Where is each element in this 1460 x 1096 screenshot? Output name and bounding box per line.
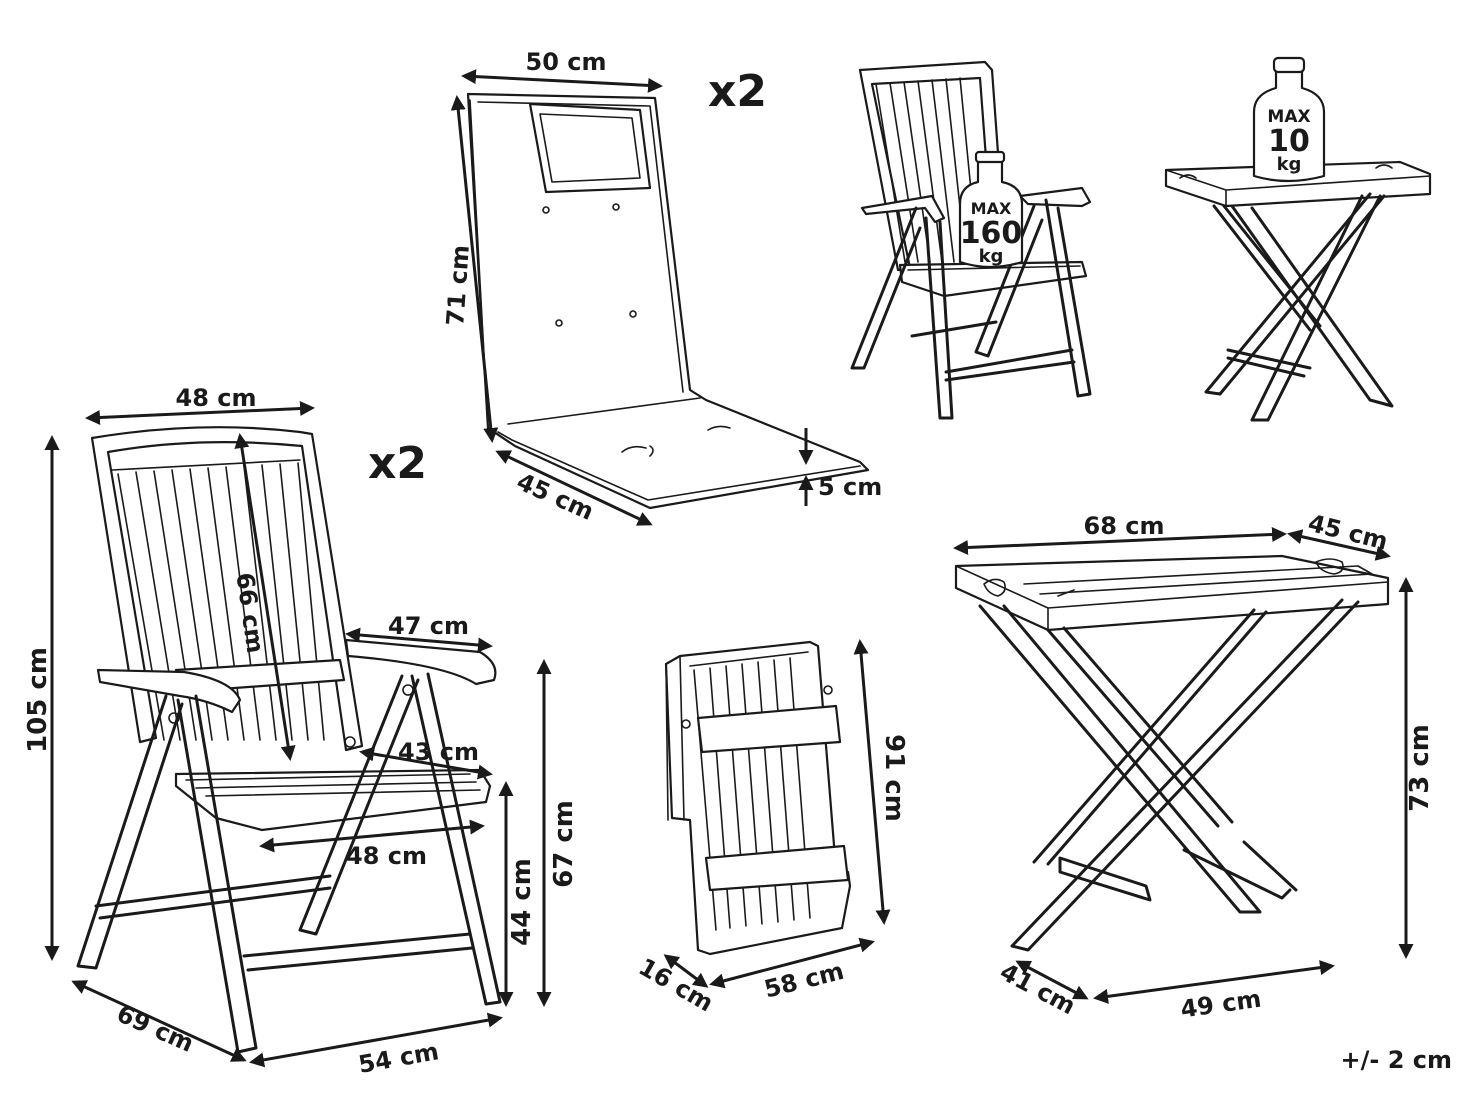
- chair-height-label: 105 cm: [23, 647, 53, 753]
- folded-height-dimension: [853, 639, 891, 925]
- table-main-drawing: [954, 554, 1390, 952]
- cushion-thickness-label: 5 cm: [818, 473, 882, 501]
- table-load-unit-label: kg: [1277, 154, 1302, 175]
- cushion-width-label: 50 cm: [526, 48, 607, 76]
- cushion-width-dimension: [461, 69, 663, 93]
- table-load-drawing: [1164, 56, 1432, 422]
- cushion-quantity-label: x2: [708, 66, 767, 117]
- folded-chair-drawing: [664, 640, 852, 956]
- chair-back-height-dimension: [234, 433, 296, 761]
- chair-load-max-label: MAX: [971, 199, 1012, 218]
- chair-back-width-label: 48 cm: [176, 384, 257, 412]
- folded-height-label: 91 cm: [879, 734, 909, 822]
- chair-load-value-label: 160: [960, 216, 1023, 251]
- chair-depth-dimension: [71, 980, 247, 1062]
- table-length-label: 68 cm: [1084, 512, 1165, 540]
- folded-width-dimension: [709, 937, 875, 989]
- cushion-height-dimension: [450, 95, 499, 443]
- chair-arm-width-label: 47 cm: [388, 612, 469, 640]
- chair-width-label: 54 cm: [356, 1037, 441, 1079]
- table-height-label: 73 cm: [1405, 724, 1435, 812]
- chair-seat-height-label: 44 cm: [507, 858, 537, 946]
- tolerance-note: +/- 2 cm: [1341, 1046, 1452, 1074]
- chair-weight-icon: [958, 158, 1024, 269]
- chair-arm-width-dimension: [345, 627, 493, 653]
- folded-width-label: 58 cm: [761, 957, 846, 1004]
- cushion-pillow: [528, 102, 652, 194]
- table-load-value-label: 10: [1268, 124, 1310, 159]
- table-base-width-label: 49 cm: [1179, 985, 1263, 1024]
- chair-seat-depth-dimension: [359, 746, 493, 780]
- chair-load-drawing: [850, 60, 1092, 420]
- table-load-max-label: MAX: [1267, 107, 1310, 127]
- cushion-drawing: [466, 92, 870, 510]
- chair-load-unit-label: kg: [979, 246, 1004, 267]
- chair-seat-width-label: 48 cm: [346, 842, 427, 870]
- cushion-depth-dimension: [495, 450, 653, 526]
- chair-seat-depth-label: 43 cm: [398, 738, 479, 766]
- table-weight-icon: [1252, 68, 1326, 183]
- table-length-dimension: [953, 527, 1287, 555]
- table-base-depth-label: 41 cm: [995, 958, 1080, 1021]
- chair-quantity-label: x2: [368, 438, 427, 489]
- chair-width-dimension: [249, 1012, 503, 1068]
- table-width-dimension: [1287, 529, 1391, 561]
- chair-arm-height-label: 67 cm: [549, 800, 579, 888]
- table-base-width-dimension: [1093, 960, 1335, 1004]
- chair-back-width-dimension: [85, 401, 315, 425]
- chair-depth-label: 69 cm: [113, 999, 198, 1058]
- table-width-label: 45 cm: [1305, 509, 1390, 556]
- chair-seat-width-dimension: [259, 819, 485, 853]
- table-base-depth-dimension: [1015, 960, 1089, 1000]
- folded-thickness-dimension: [663, 954, 709, 988]
- cushion-height-label: 71 cm: [441, 244, 475, 327]
